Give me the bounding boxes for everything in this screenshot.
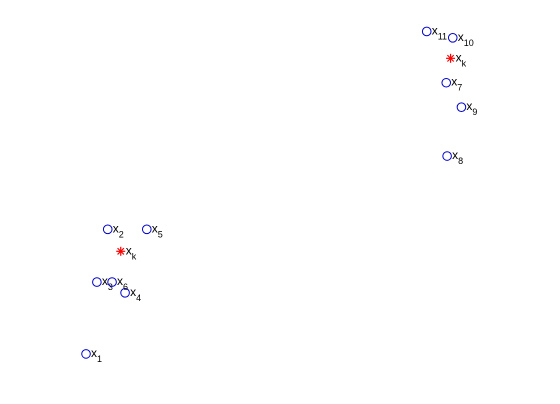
centroid-label-2: xk [456, 50, 467, 68]
data-point-x11 [421, 26, 432, 37]
data-point-x1 [81, 349, 91, 359]
data-point-x10 [447, 32, 458, 43]
point-label-x11: x11 [432, 23, 447, 41]
data-point-x4 [120, 288, 130, 298]
point-label-x8: x8 [452, 148, 463, 166]
point-label-x4: x4 [130, 285, 141, 303]
centroid-label-1: xk [126, 243, 137, 261]
data-point-x3 [92, 277, 102, 287]
point-label-x5: x5 [152, 221, 163, 239]
data-point-x7 [441, 77, 452, 88]
point-label-x7: x7 [451, 75, 462, 93]
point-label-x6: x6 [117, 274, 128, 292]
data-point-x6 [107, 277, 117, 287]
centroid-marker-1 [116, 246, 126, 256]
point-label-x1: x1 [91, 346, 102, 364]
point-label-x9: x9 [466, 99, 477, 117]
data-point-x8 [442, 151, 452, 161]
point-label-x2: x2 [113, 221, 124, 239]
data-point-x5 [141, 224, 152, 235]
centroid-marker-2 [446, 53, 456, 63]
data-point-x9 [456, 102, 467, 112]
point-label-x10: x10 [458, 30, 474, 48]
data-point-x2 [102, 224, 113, 235]
